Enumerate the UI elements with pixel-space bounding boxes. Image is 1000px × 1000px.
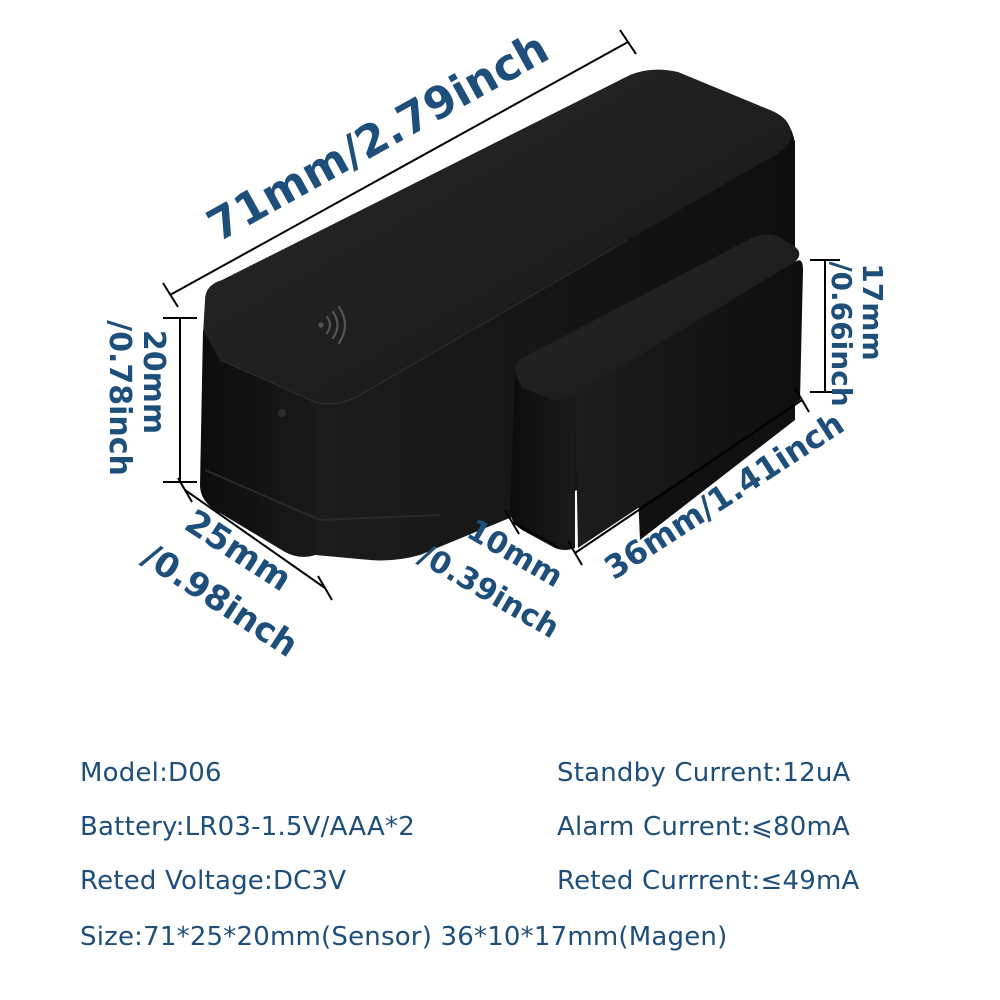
spec-rated-voltage: Reted Voltage:DC3V (80, 866, 347, 896)
sensor-led-dot (278, 409, 286, 417)
sensor-bottom-seam (204, 469, 441, 522)
spec-size: Size:71*25*20mm(Sensor) 36*10*17mm(Magen… (80, 922, 728, 952)
magnet-height-inch-label: /0.66inch (825, 261, 858, 406)
sensor-front-face (200, 330, 315, 557)
height-mm-label: 20mm (136, 330, 171, 434)
spec-rated-current: Reted Currrent:≤49mA (557, 866, 860, 896)
magnet-body (510, 234, 803, 550)
spec-alarm-current: Alarm Current:⩽80mA (557, 812, 850, 842)
spec-standby-current: Standby Current:12uA (557, 758, 851, 788)
magnet-height-mm-label: 17mm (856, 263, 889, 360)
wireless-icon (318, 305, 347, 345)
spec-battery: Battery:LR03-1.5V/AAA*2 (80, 812, 415, 842)
dimension-lines (162, 29, 840, 601)
product-dimension-figure: 71mm/2.79inch 20mm /0.78inch 25mm /0.98i… (102, 23, 889, 666)
sensor-top-face (203, 69, 791, 404)
height-inch-label: /0.78inch (102, 320, 137, 476)
magnet-top-face (514, 234, 800, 400)
magnet-side-face (575, 260, 803, 548)
magnet-front-face (510, 372, 575, 550)
spec-model: Model:D06 (80, 758, 222, 788)
